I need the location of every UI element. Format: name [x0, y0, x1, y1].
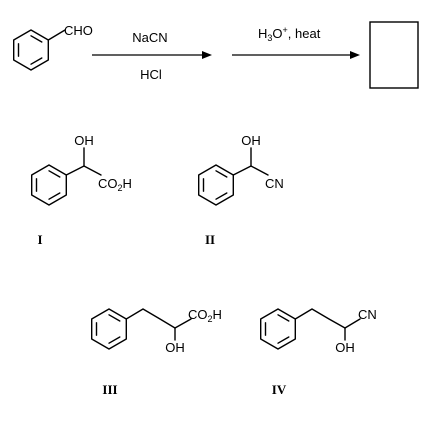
carbon-chain — [125, 308, 192, 329]
nitrile-label: CN — [265, 176, 284, 191]
aldehyde-group-label: CHO — [64, 23, 93, 38]
choice-ii-structure[interactable]: OH CN II — [197, 133, 284, 247]
choice-iv-structure[interactable]: OH CN IV — [260, 307, 377, 397]
arrowhead-1 — [202, 51, 212, 59]
product-answer-box[interactable] — [369, 21, 419, 89]
reagent-h3o-heat: H3O+, heat — [258, 25, 321, 43]
carboxyl-label: CO2H — [98, 176, 132, 193]
reactant-benzaldehyde: CHO — [13, 23, 93, 71]
choice-numeral-ii: II — [205, 232, 215, 247]
aldehyde-bond — [47, 29, 66, 41]
arrowhead-2 — [350, 51, 360, 59]
choice-numeral-i: I — [37, 232, 42, 247]
hydroxyl-label: OH — [74, 133, 94, 148]
hydroxyl-label: OH — [241, 133, 261, 148]
choice-numeral-iii: III — [102, 382, 117, 397]
benzene-ring — [13, 29, 49, 71]
nitrile-label: CN — [358, 307, 377, 322]
hydroxyl-label: OH — [165, 340, 185, 355]
benzene-ring — [90, 308, 128, 350]
carboxyl-label: CO2H — [188, 307, 222, 324]
benzene-ring — [260, 308, 296, 350]
reaction-step-2: H3O+, heat — [232, 25, 360, 59]
reaction-step-1: NaCN HCl — [92, 30, 212, 82]
choice-iii-structure[interactable]: OH CO2H III — [90, 307, 222, 397]
choice-i-structure[interactable]: OH CO2H I — [31, 133, 132, 247]
hydroxyl-label: OH — [335, 340, 355, 355]
benzene-ring — [197, 164, 235, 206]
benzene-ring — [31, 164, 68, 206]
carbon-chain — [232, 165, 269, 176]
carbon-chain — [65, 165, 102, 176]
choice-numeral-iv: IV — [272, 382, 287, 397]
reagent-nacn: NaCN — [132, 30, 167, 45]
carbon-chain — [294, 308, 361, 329]
reagent-hcl: HCl — [140, 67, 162, 82]
